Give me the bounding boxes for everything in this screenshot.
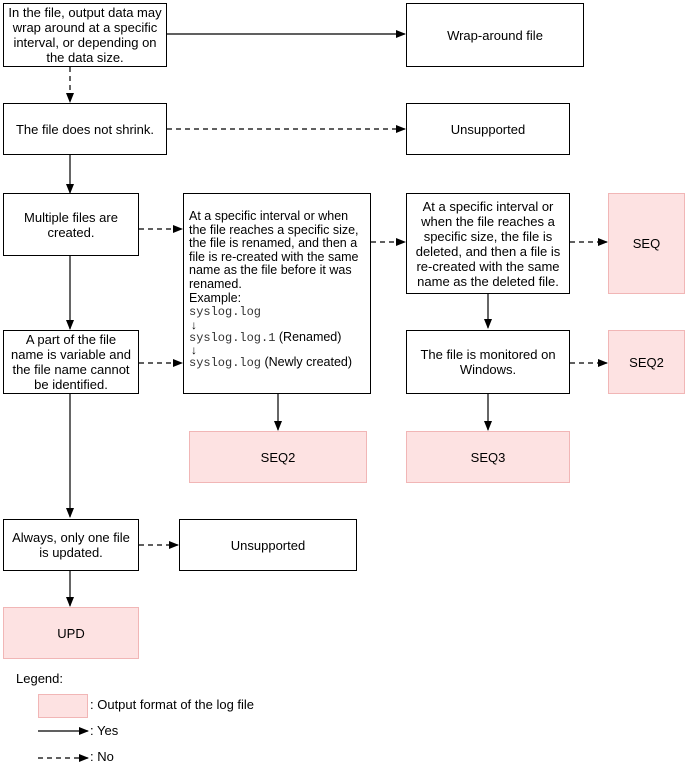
result-seq2-bottom: SEQ2 [189, 431, 367, 483]
result-seq2-right: SEQ2 [608, 330, 685, 394]
down-arrow-icon: ↓ [191, 343, 197, 358]
legend-yes-label: : Yes [90, 723, 119, 738]
result-unsupported-bottom: Unsupported [179, 519, 357, 571]
result-seq3: SEQ3 [406, 431, 570, 483]
rename-description: At a specific interval or when the file … [189, 209, 359, 291]
example-line-1: syslog.log [189, 305, 262, 320]
down-arrow-icon: ↓ [191, 317, 197, 332]
legend-title: Legend: [16, 671, 63, 686]
result-seq: SEQ [608, 193, 685, 294]
decision-variable-name: A part of the file name is variable and … [3, 330, 139, 394]
legend-output-swatch [38, 694, 88, 718]
decision-wrap-around: In the file, output data may wrap around… [3, 3, 167, 67]
example-line-3: syslog.log (Newly created) [189, 355, 353, 371]
result-upd: UPD [3, 607, 139, 659]
decision-rename-recreate: At a specific interval or when the file … [183, 193, 371, 394]
decision-no-shrink: The file does not shrink. [3, 103, 167, 155]
decision-multiple-files: Multiple files are created. [3, 193, 139, 256]
example-label: Example: [189, 290, 242, 305]
result-wraparound-file: Wrap-around file [406, 3, 584, 67]
example-line-2: syslog.log.1 (Renamed) [189, 329, 342, 345]
decision-windows: The file is monitored on Windows. [406, 330, 570, 394]
legend-no-label: : No [90, 749, 114, 764]
result-unsupported-top: Unsupported [406, 103, 570, 155]
decision-delete-recreate: At a specific interval or when the file … [406, 193, 570, 294]
legend-output-label: : Output format of the log file [90, 697, 255, 712]
decision-one-file: Always, only one file is updated. [3, 519, 139, 571]
